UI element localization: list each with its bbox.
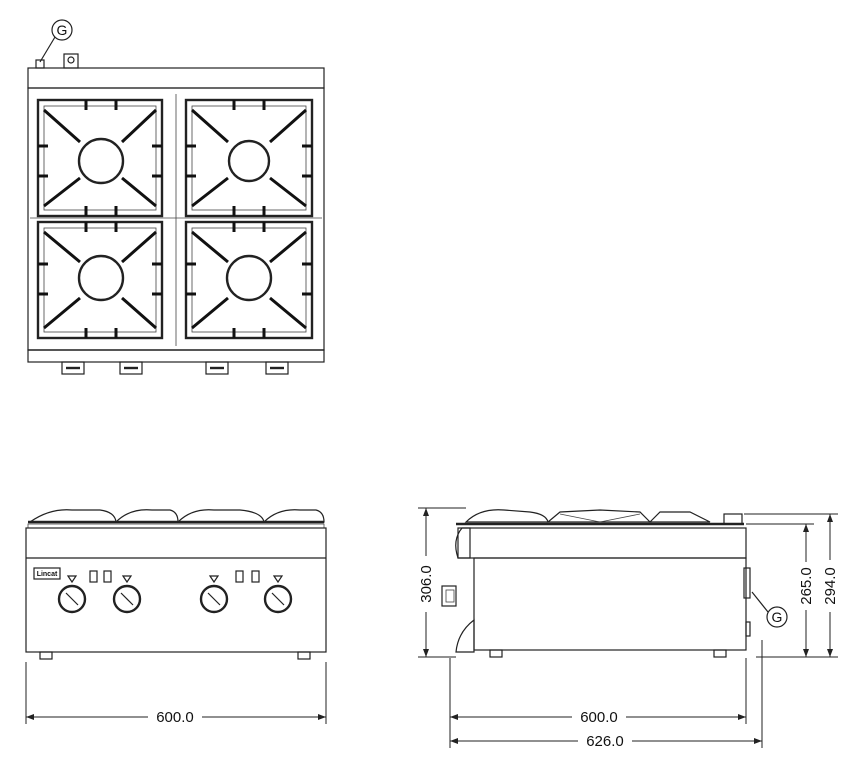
dim-front-width: 600.0 xyxy=(156,709,194,726)
dim-side-height-body: 265.0 xyxy=(798,567,815,605)
callout-g-side: G xyxy=(751,591,788,628)
gas-connector-tab xyxy=(63,53,79,69)
burner-grate-rear-left xyxy=(36,98,164,218)
front-body xyxy=(25,527,327,653)
burner-ring xyxy=(77,254,125,302)
burner-grate-front-left xyxy=(36,220,164,340)
front-knob xyxy=(112,575,142,614)
front-knob xyxy=(199,575,229,614)
callout-g-top: G xyxy=(39,19,73,63)
svg-text:G: G xyxy=(772,609,783,625)
side-view: G 306.0 265.0 294.0 600.0 626. xyxy=(418,507,839,750)
burner-ring xyxy=(227,139,271,183)
dim-side-depth: 600.0 xyxy=(580,709,618,726)
burner-grate-front-right xyxy=(184,220,314,340)
burner-grate-rear-right xyxy=(184,98,314,218)
front-knob xyxy=(57,575,87,614)
front-view: Lincat xyxy=(25,509,327,726)
side-knob xyxy=(441,585,457,607)
burner-ring xyxy=(225,254,273,302)
control-knobs-top xyxy=(61,361,289,375)
dim-side-overall-depth: 626.0 xyxy=(586,733,624,750)
brand-logo-text: Lincat xyxy=(37,571,58,578)
dim-side-height-top: 294.0 xyxy=(822,567,839,605)
burner-ring xyxy=(77,137,125,185)
top-view: G xyxy=(27,19,325,375)
svg-text:G: G xyxy=(57,22,68,38)
front-knob xyxy=(263,575,293,614)
side-body xyxy=(473,557,747,651)
brand-badge xyxy=(33,567,61,580)
back-rail xyxy=(27,67,325,89)
dim-side-height-overall: 306.0 xyxy=(418,565,435,603)
